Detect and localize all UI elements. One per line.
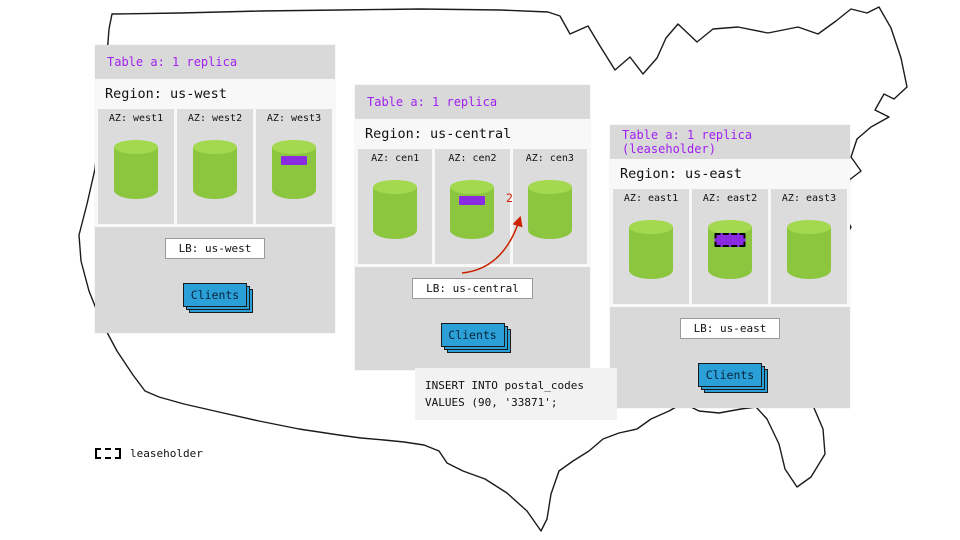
az-area: AZ: east1 AZ: east2 AZ: east3 — [610, 189, 850, 307]
az-label: AZ: cen1 — [358, 149, 433, 167]
region-panel-us-central: Table a: 1 replica Region: us-central AZ… — [355, 85, 590, 370]
az-label: AZ: west1 — [98, 109, 174, 127]
db-cylinder — [372, 179, 418, 241]
db-cylinder — [786, 219, 832, 281]
clients-box: Clients — [183, 283, 247, 307]
az-area: AZ: cen1 AZ: cen2 AZ: cen3 — [355, 149, 590, 267]
table-label: Table a: 1 replica — [367, 95, 498, 109]
region-panel-us-west: Table a: 1 replica Region: us-west AZ: w… — [95, 45, 335, 333]
az-label: AZ: east1 — [613, 189, 689, 207]
leaseholder-marker — [714, 233, 746, 247]
load-balancer-box: LB: us-central — [412, 278, 533, 299]
az-cell: AZ: east2 — [692, 189, 768, 304]
az-cell: AZ: east3 — [771, 189, 847, 304]
region-label: Region: us-east — [610, 159, 850, 189]
database-icon — [450, 180, 495, 239]
load-balancer-box: LB: us-west — [164, 238, 266, 259]
az-cell: AZ: cen3 — [512, 149, 587, 264]
sql-line-2: VALUES (90, '33871'; — [425, 396, 558, 410]
sql-line-1: INSERT INTO postal_codes — [425, 379, 584, 392]
leaseholder-legend-swatch — [95, 448, 121, 459]
table-label: Table a: 1 replica — [107, 55, 238, 69]
database-icon — [629, 220, 673, 279]
region-label: Region: us-central — [355, 119, 590, 149]
sql-statement-note: INSERT INTO postal_codes VALUES (90, '33… — [415, 368, 617, 421]
db-cylinder — [192, 139, 238, 201]
az-cell: AZ: west1 — [98, 109, 174, 224]
database-icon — [272, 140, 316, 199]
database-icon — [527, 180, 572, 239]
az-cell: AZ: west2 — [177, 109, 253, 224]
table-label: Table a: 1 replica (leaseholder) — [622, 128, 753, 156]
us-map-border — [78, 6, 908, 532]
database-icon — [114, 140, 158, 199]
replica-marker — [281, 156, 307, 165]
az-label: AZ: cen2 — [435, 149, 510, 167]
legend-label: leaseholder — [130, 447, 203, 460]
db-cylinder — [707, 219, 753, 281]
database-icon — [193, 140, 237, 199]
database-icon — [373, 180, 418, 239]
db-cylinder — [527, 179, 573, 241]
az-cell: AZ: east1 — [613, 189, 689, 304]
az-label: AZ: east2 — [692, 189, 768, 207]
az-cell: AZ: cen1 — [358, 149, 433, 264]
region-panel-us-east: Table a: 1 replica (leaseholder) Region:… — [610, 125, 850, 408]
az-cell: AZ: cen2 — [435, 149, 510, 264]
legend: leaseholder — [95, 447, 203, 460]
clients-box: Clients — [440, 323, 505, 347]
clients-box: Clients — [698, 363, 762, 387]
load-balancer-box: LB: us-east — [679, 318, 781, 339]
db-cylinder — [449, 179, 495, 241]
db-cylinder — [113, 139, 159, 201]
az-label: AZ: west3 — [256, 109, 332, 127]
az-label: AZ: cen3 — [512, 149, 587, 167]
az-cell: AZ: west3 — [256, 109, 332, 224]
az-label: AZ: east3 — [771, 189, 847, 207]
replica-marker — [459, 196, 486, 205]
az-area: AZ: west1 AZ: west2 AZ: west3 — [95, 109, 335, 227]
database-icon — [787, 220, 831, 279]
region-label: Region: us-west — [95, 79, 335, 109]
db-cylinder — [271, 139, 317, 201]
az-label: AZ: west2 — [177, 109, 253, 127]
db-cylinder — [628, 219, 674, 281]
database-icon — [708, 220, 752, 279]
